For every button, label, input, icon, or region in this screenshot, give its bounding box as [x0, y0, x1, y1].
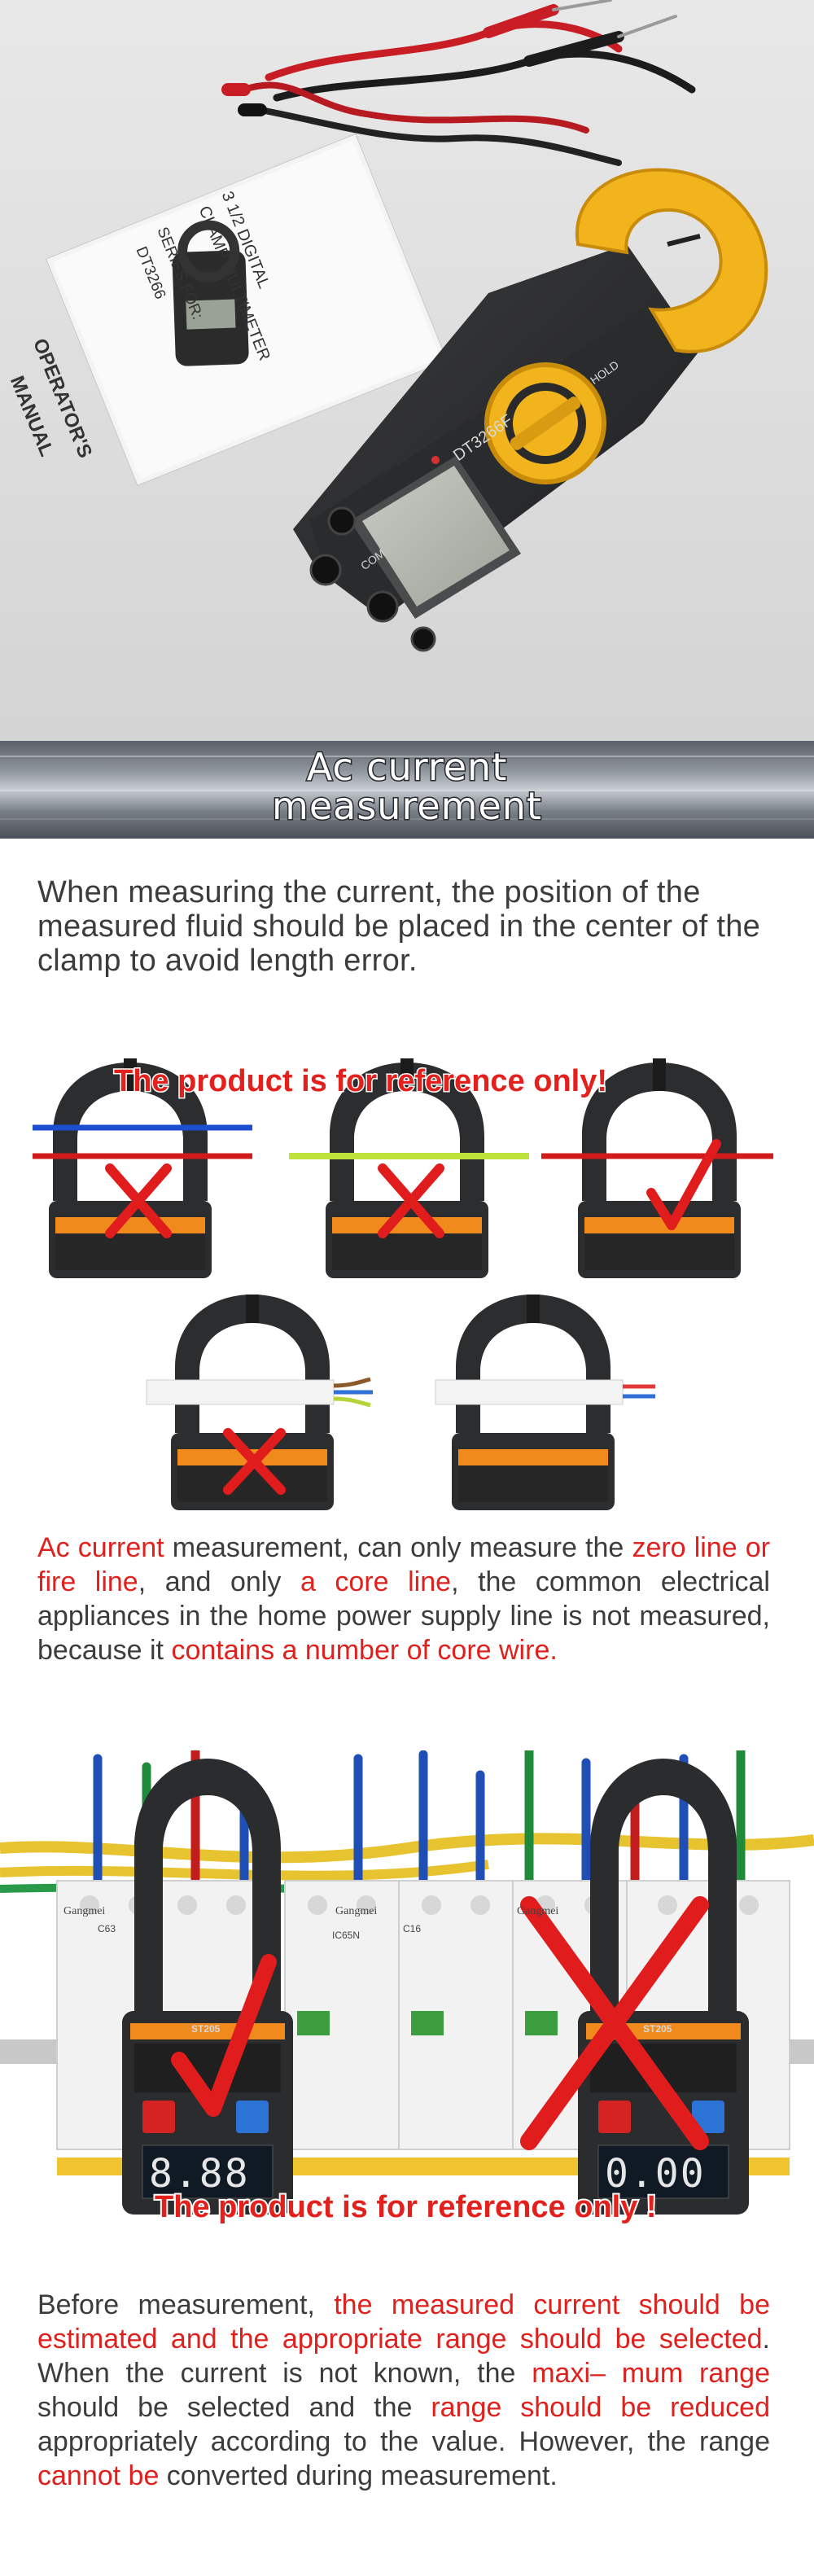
- product-photo-svg: [0, 0, 814, 741]
- meter-reading-right: 0.00: [605, 2151, 706, 2197]
- intro-paragraph: When measuring the current, the position…: [37, 875, 761, 978]
- product-photo: 3 1/2 DIGITAL CLAMP MULTIMETER SERIES FO…: [0, 0, 814, 741]
- multicore-cable-diagram: [146, 1295, 655, 1510]
- breaker-brand-1: Gangmei: [63, 1905, 106, 1917]
- check-mark: [646, 1139, 721, 1230]
- final-text-red-8: cannot be: [37, 2460, 160, 2491]
- cable-2core: [435, 1379, 624, 1405]
- operator-manual: [45, 133, 448, 486]
- before-measurement-paragraph: Before measurement, the measured current…: [37, 2288, 770, 2493]
- breaker-model-3: IC65N: [332, 1930, 361, 1941]
- meter-reading-left: 8.88: [149, 2151, 250, 2197]
- breaker-photo: [0, 1750, 814, 2215]
- ac-text-4: , and only: [138, 1566, 300, 1597]
- banner-title-line2: measurement: [271, 784, 543, 828]
- breaker-brand-3: Gangmei: [517, 1905, 559, 1917]
- ac-measurement-paragraph: Ac current measurement, can only measure…: [37, 1531, 770, 1667]
- final-text-9: converted during measurement.: [159, 2460, 558, 2491]
- banner-title: Ac current measurement: [0, 745, 814, 828]
- breaker-model-1: C63: [98, 1923, 116, 1934]
- ac-text-red-1: Ac current: [37, 1532, 164, 1563]
- final-text-3: . When the current is not known, the: [37, 2324, 770, 2389]
- meter-label-left: ST205: [191, 2023, 221, 2035]
- final-text-red-6: range should be reduced: [431, 2392, 770, 2423]
- cross-mark-3: [223, 1428, 286, 1495]
- ac-text-red-3: zero line or fire line: [37, 1532, 770, 1597]
- final-text-5: should be selected and the: [37, 2392, 431, 2423]
- section-banner: Ac current measurement: [0, 741, 814, 839]
- final-text-7: appropriately according to the value. Ho…: [37, 2426, 770, 2457]
- clamp-position-diagram: [33, 1058, 773, 1278]
- test-leads: [221, 0, 696, 166]
- ac-text-red-5: a core line: [300, 1566, 452, 1597]
- ac-text-red-7: contains a number of core wire.: [171, 1635, 558, 1666]
- ac-text-2: measurement, can only measure the: [164, 1532, 632, 1563]
- banner-title-line1: Ac current: [305, 745, 508, 789]
- cross-mark-2: [378, 1163, 444, 1238]
- ac-text-6: , the common electrical appliances in th…: [37, 1566, 770, 1666]
- final-text-1: Before measurement,: [37, 2289, 335, 2320]
- final-text-red-4: maxi– mum range: [532, 2358, 770, 2389]
- breaker-model-2: C16: [403, 1923, 422, 1934]
- breaker-brand-2: Gangmei: [335, 1905, 378, 1917]
- reference-notice-1: The product is for reference only!: [113, 1063, 609, 1100]
- reference-notice-2: The product is for reference only !: [153, 2188, 659, 2226]
- final-text-red-2: the measured current should be estimated…: [37, 2289, 770, 2355]
- clamp-meter-right: [578, 1759, 749, 2215]
- clamp-meter: [293, 168, 768, 652]
- cross-mark-1: [105, 1163, 172, 1238]
- check-mark-large: [171, 1954, 277, 2117]
- cross-mark-large: [520, 1896, 709, 2150]
- meter-label-right: ST205: [643, 2023, 672, 2035]
- cable-3core: [146, 1379, 335, 1405]
